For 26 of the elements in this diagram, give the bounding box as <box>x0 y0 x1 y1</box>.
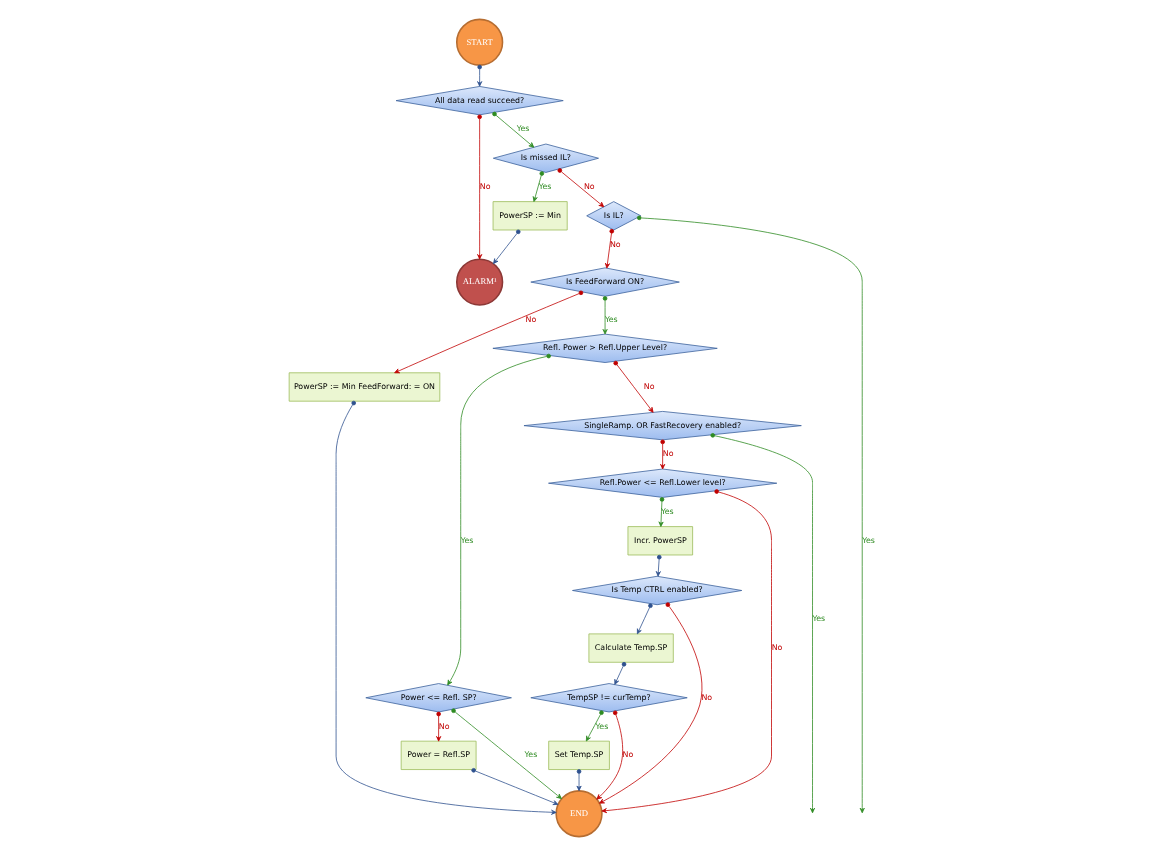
arrow <box>447 353 551 686</box>
arrow <box>599 602 703 804</box>
arrow <box>604 228 615 269</box>
arrow <box>655 554 662 577</box>
arrow <box>636 603 653 635</box>
arrow <box>394 290 584 374</box>
arrow <box>596 710 624 800</box>
arrow <box>471 768 559 805</box>
arrow <box>660 439 666 470</box>
arrow <box>614 661 627 685</box>
arrow <box>451 708 562 800</box>
arrow <box>602 296 608 335</box>
arrow <box>493 229 521 265</box>
arrow <box>576 769 582 792</box>
arrow <box>335 400 557 815</box>
arrow <box>714 435 813 809</box>
arrow <box>601 489 772 814</box>
arrow <box>613 360 654 413</box>
arrow <box>557 168 605 208</box>
arrow <box>477 114 483 260</box>
arrow <box>585 710 604 742</box>
arrow <box>532 171 545 202</box>
arrow <box>436 711 442 742</box>
arrow <box>658 497 665 527</box>
arrow <box>492 111 535 148</box>
arrow <box>477 64 483 87</box>
